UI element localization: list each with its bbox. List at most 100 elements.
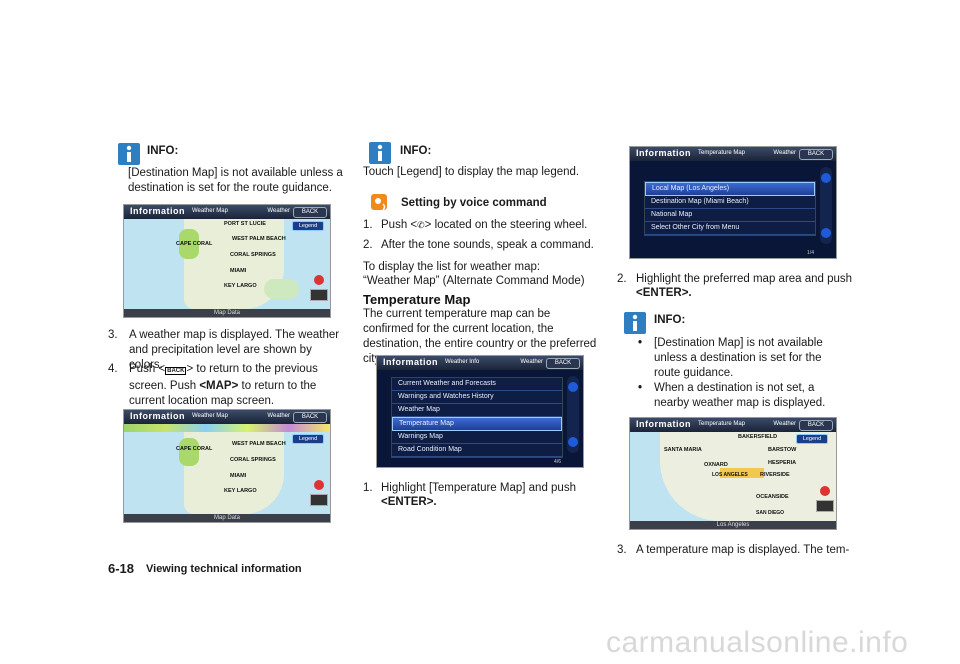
screen-title: Information [636, 419, 691, 429]
step-1-text: Highlight [Temperature Map] and push [381, 482, 576, 494]
map-label: CORAL SPRINGS [230, 457, 276, 463]
map-label: CORAL SPRINGS [230, 252, 276, 258]
screen-right-label: Weather [773, 421, 796, 427]
bullet-icon: • [638, 382, 643, 394]
compass-icon[interactable] [310, 289, 328, 301]
map-label: OCEANSIDE [756, 494, 789, 500]
map-label: LOS ANGELES [712, 472, 748, 478]
step-4-text: Push <BACK> to return to the previous sc… [129, 362, 346, 409]
info-bullet-2: When a destination is not set, a nearby … [654, 382, 826, 409]
map-label: OXNARD [704, 462, 728, 468]
weather-info-menu: Current Weather and Forecasts Warnings a… [391, 377, 563, 458]
screen-subtitle: Temperature Map [698, 150, 746, 156]
enter-key: <ENTER>. [381, 496, 437, 508]
compass-icon[interactable] [816, 500, 834, 512]
legend-button[interactable]: Legend [796, 434, 828, 444]
map-label: PORT ST LUCIE [224, 221, 266, 227]
screen-right-label: Weather [267, 208, 290, 214]
step-3-number: 3. [108, 329, 118, 341]
voice-list-text-2: “Weather Map” (Alternate Command Mode) [363, 275, 585, 287]
zoom-icon[interactable] [314, 480, 324, 490]
info-icon [118, 143, 140, 165]
section-title: Viewing technical information [146, 563, 302, 575]
step-3-text: A temperature map is displayed. The tem- [636, 544, 850, 556]
info-heading: INFO: [400, 145, 432, 157]
info-heading: INFO: [147, 145, 179, 157]
info-icon [369, 142, 391, 164]
scroll-up-icon[interactable] [821, 173, 831, 183]
menu-item-weather-map[interactable]: Weather Map [392, 404, 562, 417]
map: PORT ST LUCIE WEST PALM BEACH CAPE CORAL… [124, 219, 330, 309]
temperature-map-menu: Local Map (Los Angeles) Destination Map … [644, 181, 816, 236]
enter-key: <ENTER>. [636, 287, 692, 299]
menu-item-select-other-city[interactable]: Select Other City from Menu [645, 222, 815, 235]
zoom-icon[interactable] [314, 275, 324, 285]
scroll-up-icon[interactable] [568, 382, 578, 392]
screen-right-label: Weather [773, 150, 796, 156]
step-4-rest: > to return to the previous [186, 363, 318, 375]
screen-subtitle: Weather Map [192, 208, 228, 214]
screen-subtitle: Temperature Map [698, 421, 746, 427]
screen-right-label: Weather [520, 359, 543, 365]
map: WEST PALM BEACH CAPE CORAL CORAL SPRINGS… [124, 424, 330, 514]
menu-item-temperature-map[interactable]: Temperature Map [392, 417, 562, 431]
watermark: carmanualsonline.info [606, 626, 909, 659]
info-heading: INFO: [654, 314, 686, 326]
back-button[interactable]: BACK [293, 412, 327, 423]
voice-step-2-text: After the tone sounds, speak a command. [381, 239, 594, 251]
menu-item-national-map[interactable]: National Map [645, 209, 815, 222]
info-bullet-1: [Destination Map] is not available unles… [654, 337, 823, 379]
step-2-number: 2. [617, 273, 627, 285]
scrollbar[interactable] [567, 376, 579, 453]
page-indicator: 1/4 [807, 250, 814, 256]
screen-title: Information [383, 357, 438, 367]
map: BAKERSFIELD SANTA MARIA BARSTOW OXNARD H… [630, 432, 836, 521]
map-label: SAN DIEGO [756, 510, 785, 516]
back-button[interactable]: BACK [546, 358, 580, 369]
bullet-icon: • [638, 337, 643, 349]
step-4-rest: current location map screen. [129, 395, 275, 407]
screen-subtitle: Weather Info [445, 359, 480, 365]
map-key: <MAP> [199, 380, 239, 392]
compass-icon[interactable] [310, 494, 328, 506]
precipitation-color-bar [124, 424, 330, 432]
step-4-rest: screen. Push [129, 380, 197, 392]
step-4-number: 4. [108, 363, 118, 375]
map-label: BAKERSFIELD [738, 434, 778, 440]
info-icon [624, 312, 646, 334]
scroll-down-icon[interactable] [821, 228, 831, 238]
map-label: MIAMI [230, 268, 247, 274]
map-label: WEST PALM BEACH [232, 441, 286, 447]
menu-item-warnings-history[interactable]: Warnings and Watches History [392, 391, 562, 404]
screen-title: Information [130, 206, 185, 216]
voice-step-1-a: Push < [381, 219, 418, 231]
screen-title: Information [130, 411, 185, 421]
map-label: CAPE CORAL [176, 241, 213, 247]
back-button[interactable]: BACK [799, 420, 833, 431]
menu-item-current-weather[interactable]: Current Weather and Forecasts [392, 378, 562, 391]
menu-item-local-map[interactable]: Local Map (Los Angeles) [645, 182, 815, 196]
screen-bottom-bar: Map Data [124, 309, 330, 317]
map-label: BARSTOW [768, 447, 797, 453]
zoom-icon[interactable] [820, 486, 830, 496]
back-button[interactable]: BACK [799, 149, 833, 160]
weather-info-screenshot: Information Weather Info Weather BACK Cu… [376, 355, 584, 468]
map-label: CAPE CORAL [176, 446, 213, 452]
voice-list-text-1: To display the list for weather map: [363, 261, 541, 273]
page-indicator: 4/6 [554, 459, 561, 465]
menu-item-destination-map[interactable]: Destination Map (Miami Beach) [645, 196, 815, 209]
talk-switch-icon: ✆ [417, 220, 425, 230]
legend-button[interactable]: Legend [292, 434, 324, 444]
menu-item-warnings-map[interactable]: Warnings Map [392, 431, 562, 444]
info-text: [Destination Map] is not available unles… [128, 167, 343, 194]
voice-step-2-number: 2. [363, 239, 373, 251]
temperature-map-screenshot: Information Temperature Map Weather BACK… [629, 417, 837, 530]
section-heading: Temperature Map [363, 292, 471, 307]
scroll-down-icon[interactable] [568, 437, 578, 447]
weather-map-screenshot: Information Weather Map Weather BACK POR… [123, 204, 331, 318]
map-label: MIAMI [230, 473, 247, 479]
legend-button[interactable]: Legend [292, 221, 324, 231]
back-button[interactable]: BACK [293, 207, 327, 218]
scrollbar[interactable] [820, 167, 832, 244]
menu-item-road-condition-map[interactable]: Road Condition Map [392, 444, 562, 457]
